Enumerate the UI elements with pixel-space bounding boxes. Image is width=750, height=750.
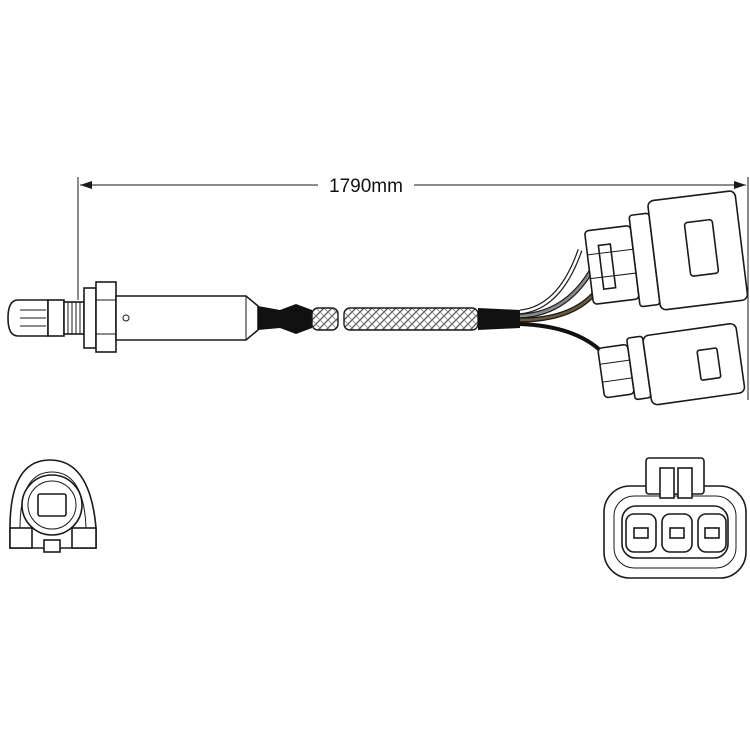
- cable-boot: [258, 304, 312, 334]
- wire-black: [519, 322, 604, 354]
- arrow-left-icon: [80, 181, 92, 189]
- heater-connector: [597, 322, 746, 406]
- arrow-right-icon: [734, 181, 746, 189]
- sensor-face-view: [9, 459, 97, 553]
- main-connector: [584, 190, 749, 311]
- connector-pin-1: [625, 513, 657, 553]
- wire-white: [519, 249, 582, 314]
- sensor-face-pin: [37, 493, 67, 517]
- connector-pin-3: [697, 513, 727, 553]
- braided-cable-segment-1: [311, 307, 339, 331]
- heat-shrink-sleeve: [478, 308, 520, 330]
- sensor-thread: [63, 301, 85, 335]
- connector-latch: [645, 457, 705, 495]
- connector-pin-2: [661, 513, 693, 553]
- connector-face-view: [603, 457, 747, 579]
- length-dimension: 1790mm: [77, 176, 749, 400]
- sensor-hex-nut: [83, 287, 97, 349]
- length-label: 1790mm: [329, 176, 403, 197]
- sensor-housing: [115, 295, 259, 341]
- sensor-body: [7, 281, 312, 353]
- braided-cable-segment-2: [343, 307, 479, 331]
